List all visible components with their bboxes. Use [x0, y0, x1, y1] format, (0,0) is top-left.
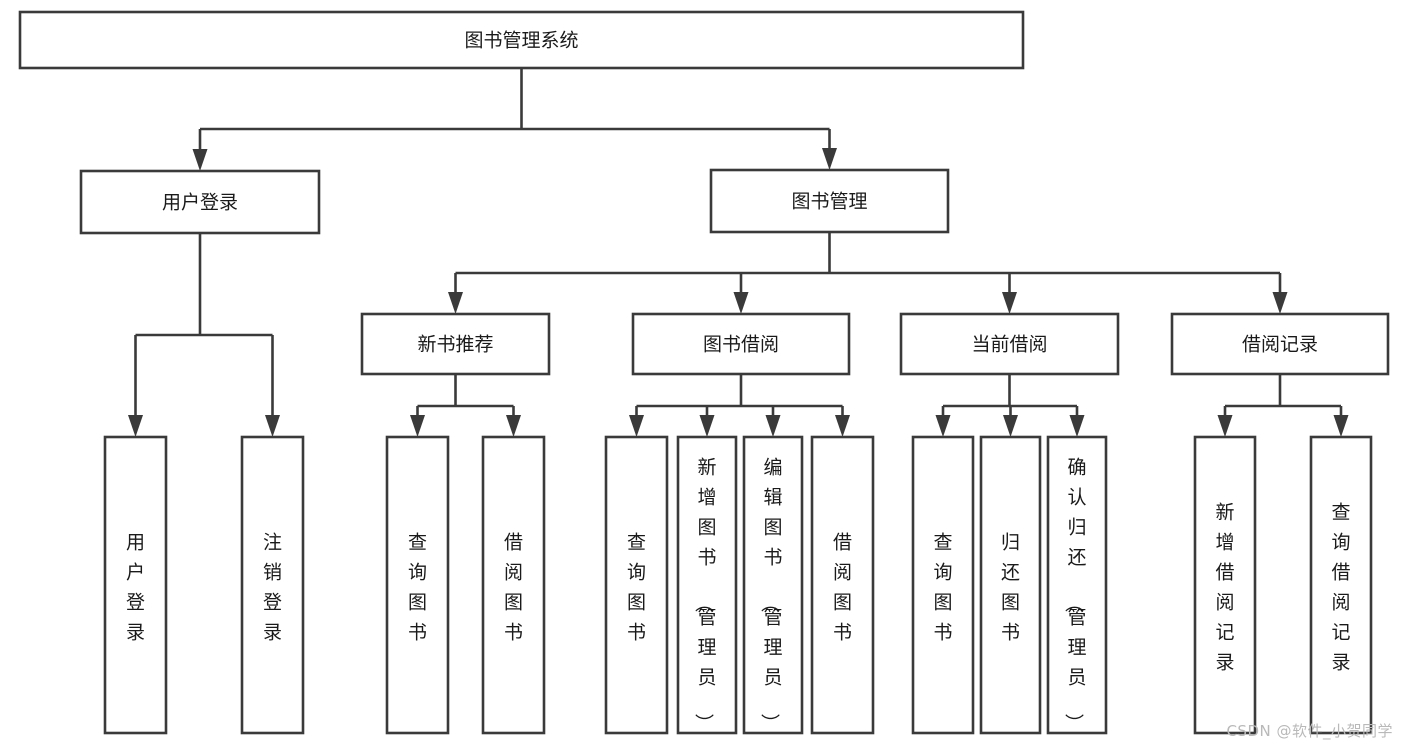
arrow-head-icon	[265, 415, 280, 437]
node-box-current[interactable]	[899, 312, 1120, 376]
edges-layer	[128, 68, 1349, 437]
node-box-leaf-query-record[interactable]	[1309, 435, 1373, 735]
node-label-leaf-add-book: 新增图书（管理员）	[692, 456, 716, 732]
arrow-head-icon	[733, 292, 749, 314]
node-leaf-add-book[interactable]: 新增图书（管理员）	[676, 435, 738, 735]
node-label-leaf-query-book-1: 查询图书	[408, 531, 427, 643]
csdn-watermark: CSDN @软件_小贺同学	[1226, 722, 1393, 740]
node-leaf-borrow-book-1[interactable]: 借阅图书	[481, 435, 546, 735]
nodes-layer: 图书管理系统用户登录图书管理新书推荐图书借阅当前借阅借阅记录用户登录注销登录查询…	[18, 10, 1390, 735]
node-label-leaf-query-book-2: 查询图书	[627, 531, 646, 643]
node-label-root: 图书管理系统	[464, 30, 578, 52]
arrow-head-icon	[1217, 415, 1233, 437]
arrow-head-icon	[822, 148, 837, 170]
arrow-head-icon	[1069, 415, 1085, 437]
node-label-leaf-borrow-book-2: 借阅图书	[833, 531, 852, 643]
node-box-login[interactable]	[79, 169, 321, 235]
node-leaf-return-book[interactable]: 归还图书	[979, 435, 1042, 735]
arrow-head-icon	[699, 415, 715, 437]
arrow-head-icon	[935, 415, 951, 437]
arrow-head-icon	[1003, 415, 1018, 437]
node-box-record[interactable]	[1170, 312, 1390, 376]
node-leaf-edit-book[interactable]: 编辑图书（管理员）	[742, 435, 804, 735]
node-box-root[interactable]	[18, 10, 1025, 70]
node-box-leaf-add-record[interactable]	[1193, 435, 1257, 735]
node-box-leaf-edit-book[interactable]	[742, 435, 804, 735]
node-label-leaf-user-logout: 注销登录	[263, 531, 282, 643]
node-box-leaf-borrow-book-2[interactable]	[810, 435, 875, 735]
edge-group-borrow	[629, 374, 850, 437]
node-label-leaf-user-login: 用户登录	[126, 531, 145, 643]
node-leaf-query-book-3[interactable]: 查询图书	[911, 435, 975, 735]
arrow-head-icon	[1002, 292, 1017, 314]
arrow-head-icon	[448, 292, 463, 314]
node-label-leaf-return-book: 归还图书	[1001, 531, 1020, 643]
node-leaf-user-logout[interactable]: 注销登录	[240, 435, 305, 735]
arrow-head-icon	[835, 415, 850, 437]
edge-group-bookmgmt	[448, 232, 1288, 314]
node-label-leaf-query-book-3: 查询图书	[933, 531, 952, 643]
node-borrow[interactable]: 图书借阅	[631, 312, 851, 376]
arrow-head-icon	[410, 415, 425, 437]
node-box-leaf-user-logout[interactable]	[240, 435, 305, 735]
node-leaf-confirm-return[interactable]: 确认归还（管理员）	[1046, 435, 1108, 735]
arrow-head-icon	[128, 415, 143, 437]
node-root[interactable]: 图书管理系统	[18, 10, 1025, 70]
node-leaf-user-login[interactable]: 用户登录	[103, 435, 168, 735]
node-box-newbook[interactable]	[360, 312, 551, 376]
node-box-leaf-query-book-2[interactable]	[604, 435, 669, 735]
node-leaf-query-book-1[interactable]: 查询图书	[385, 435, 450, 735]
arrow-head-icon	[1333, 415, 1349, 437]
node-box-borrow[interactable]	[631, 312, 851, 376]
node-leaf-query-record[interactable]: 查询借阅记录	[1309, 435, 1373, 735]
node-current[interactable]: 当前借阅	[899, 312, 1120, 376]
arrow-head-icon	[506, 415, 521, 437]
node-box-leaf-confirm-return[interactable]	[1046, 435, 1108, 735]
node-label-login: 用户登录	[162, 192, 238, 214]
node-box-leaf-borrow-book-1[interactable]	[481, 435, 546, 735]
node-label-record: 借阅记录	[1242, 334, 1318, 356]
edge-group-current	[935, 374, 1085, 437]
node-newbook[interactable]: 新书推荐	[360, 312, 551, 376]
node-label-leaf-add-record: 新增借阅记录	[1215, 501, 1234, 673]
node-label-borrow: 图书借阅	[703, 334, 779, 356]
edge-group-login	[128, 233, 280, 437]
node-login[interactable]: 用户登录	[79, 169, 321, 235]
node-box-leaf-return-book[interactable]	[979, 435, 1042, 735]
arrow-head-icon	[1272, 292, 1288, 314]
edge-group-newbook	[410, 374, 521, 437]
node-label-leaf-edit-book: 编辑图书（管理员）	[758, 456, 782, 732]
node-label-current: 当前借阅	[971, 334, 1047, 356]
node-box-leaf-query-book-3[interactable]	[911, 435, 975, 735]
node-box-leaf-query-book-1[interactable]	[385, 435, 450, 735]
node-label-leaf-confirm-return: 确认归还（管理员）	[1062, 456, 1086, 732]
node-label-newbook: 新书推荐	[417, 334, 493, 356]
node-box-bookmgmt[interactable]	[709, 168, 950, 234]
arrow-head-icon	[629, 415, 644, 437]
edge-group-root	[192, 68, 837, 171]
node-leaf-borrow-book-2[interactable]: 借阅图书	[810, 435, 875, 735]
node-bookmgmt[interactable]: 图书管理	[709, 168, 950, 234]
arrow-head-icon	[192, 149, 208, 171]
node-box-leaf-add-book[interactable]	[676, 435, 738, 735]
arrow-head-icon	[765, 415, 781, 437]
node-leaf-query-book-2[interactable]: 查询图书	[604, 435, 669, 735]
node-record[interactable]: 借阅记录	[1170, 312, 1390, 376]
node-label-leaf-borrow-book-1: 借阅图书	[504, 531, 523, 643]
node-label-bookmgmt: 图书管理	[791, 191, 867, 213]
node-box-leaf-user-login[interactable]	[103, 435, 168, 735]
node-leaf-add-record[interactable]: 新增借阅记录	[1193, 435, 1257, 735]
node-label-leaf-query-record: 查询借阅记录	[1331, 501, 1350, 673]
edge-group-record	[1217, 374, 1349, 437]
